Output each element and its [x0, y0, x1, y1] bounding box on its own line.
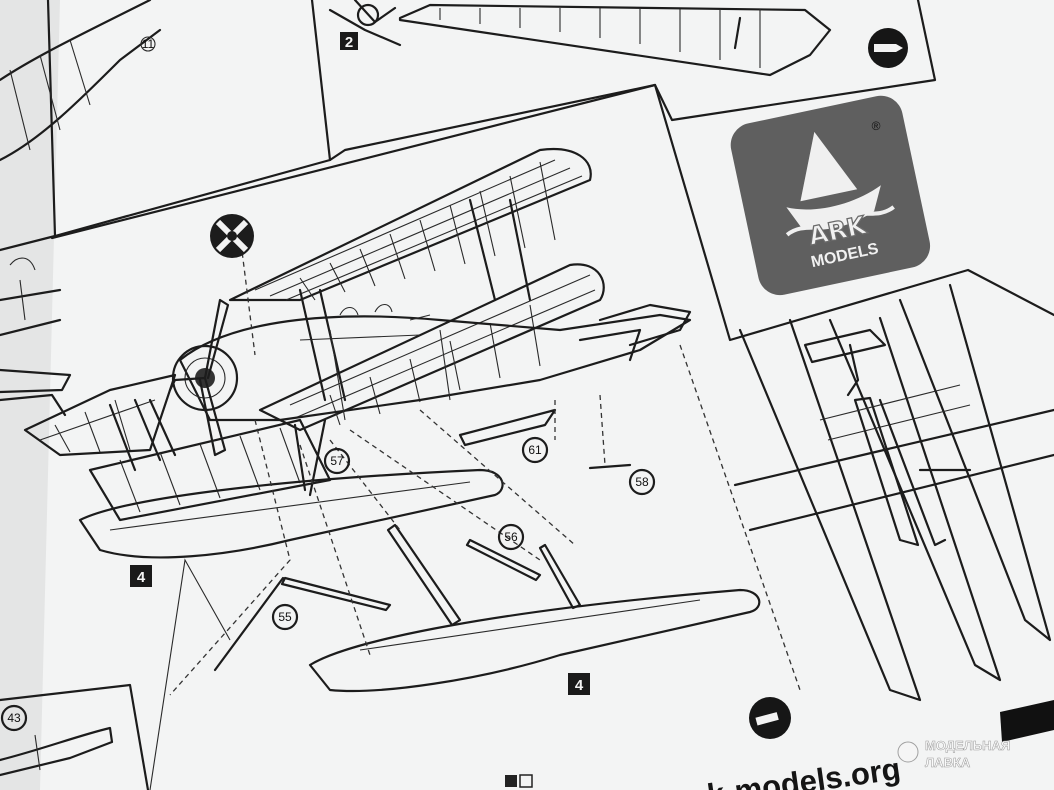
part-number: 58	[635, 475, 649, 489]
sailboat-logo-icon	[785, 131, 895, 237]
assembly-guides	[169, 234, 606, 696]
glue-icon	[749, 697, 791, 739]
step-label: 4	[137, 569, 146, 586]
watermark-line1: МОДЕЛЬНАЯ	[925, 738, 1010, 753]
step-label: 4	[575, 677, 584, 694]
left-side-drawing	[0, 257, 72, 394]
part-number: 11	[142, 37, 155, 51]
small-icons	[505, 774, 533, 788]
float-detail-drawing	[733, 283, 1054, 702]
roundel-icon	[210, 214, 254, 258]
watermark-line2: ЛАВКА	[925, 755, 971, 770]
watermark: МОДЕЛЬНАЯ ЛАВКА	[897, 738, 1011, 770]
part-number: 56	[504, 530, 518, 544]
ark-models-logo: ARK MODELS ®	[730, 95, 931, 296]
part-number: 43	[7, 711, 21, 725]
part-number: 55	[278, 610, 292, 624]
bottom-left-drawing	[0, 726, 114, 777]
part-number: 61	[528, 443, 542, 457]
step-label: 2	[345, 34, 353, 51]
part-number: 57	[330, 454, 344, 468]
glue-icon	[868, 28, 908, 68]
biplane-drawing	[23, 147, 761, 693]
top-wing-drawing: 2	[328, 0, 908, 77]
registered-mark: ®	[872, 119, 881, 133]
prev-step-drawing: 11	[0, 0, 162, 162]
part-callouts: 57 61 58 56 55 43	[0, 436, 656, 732]
